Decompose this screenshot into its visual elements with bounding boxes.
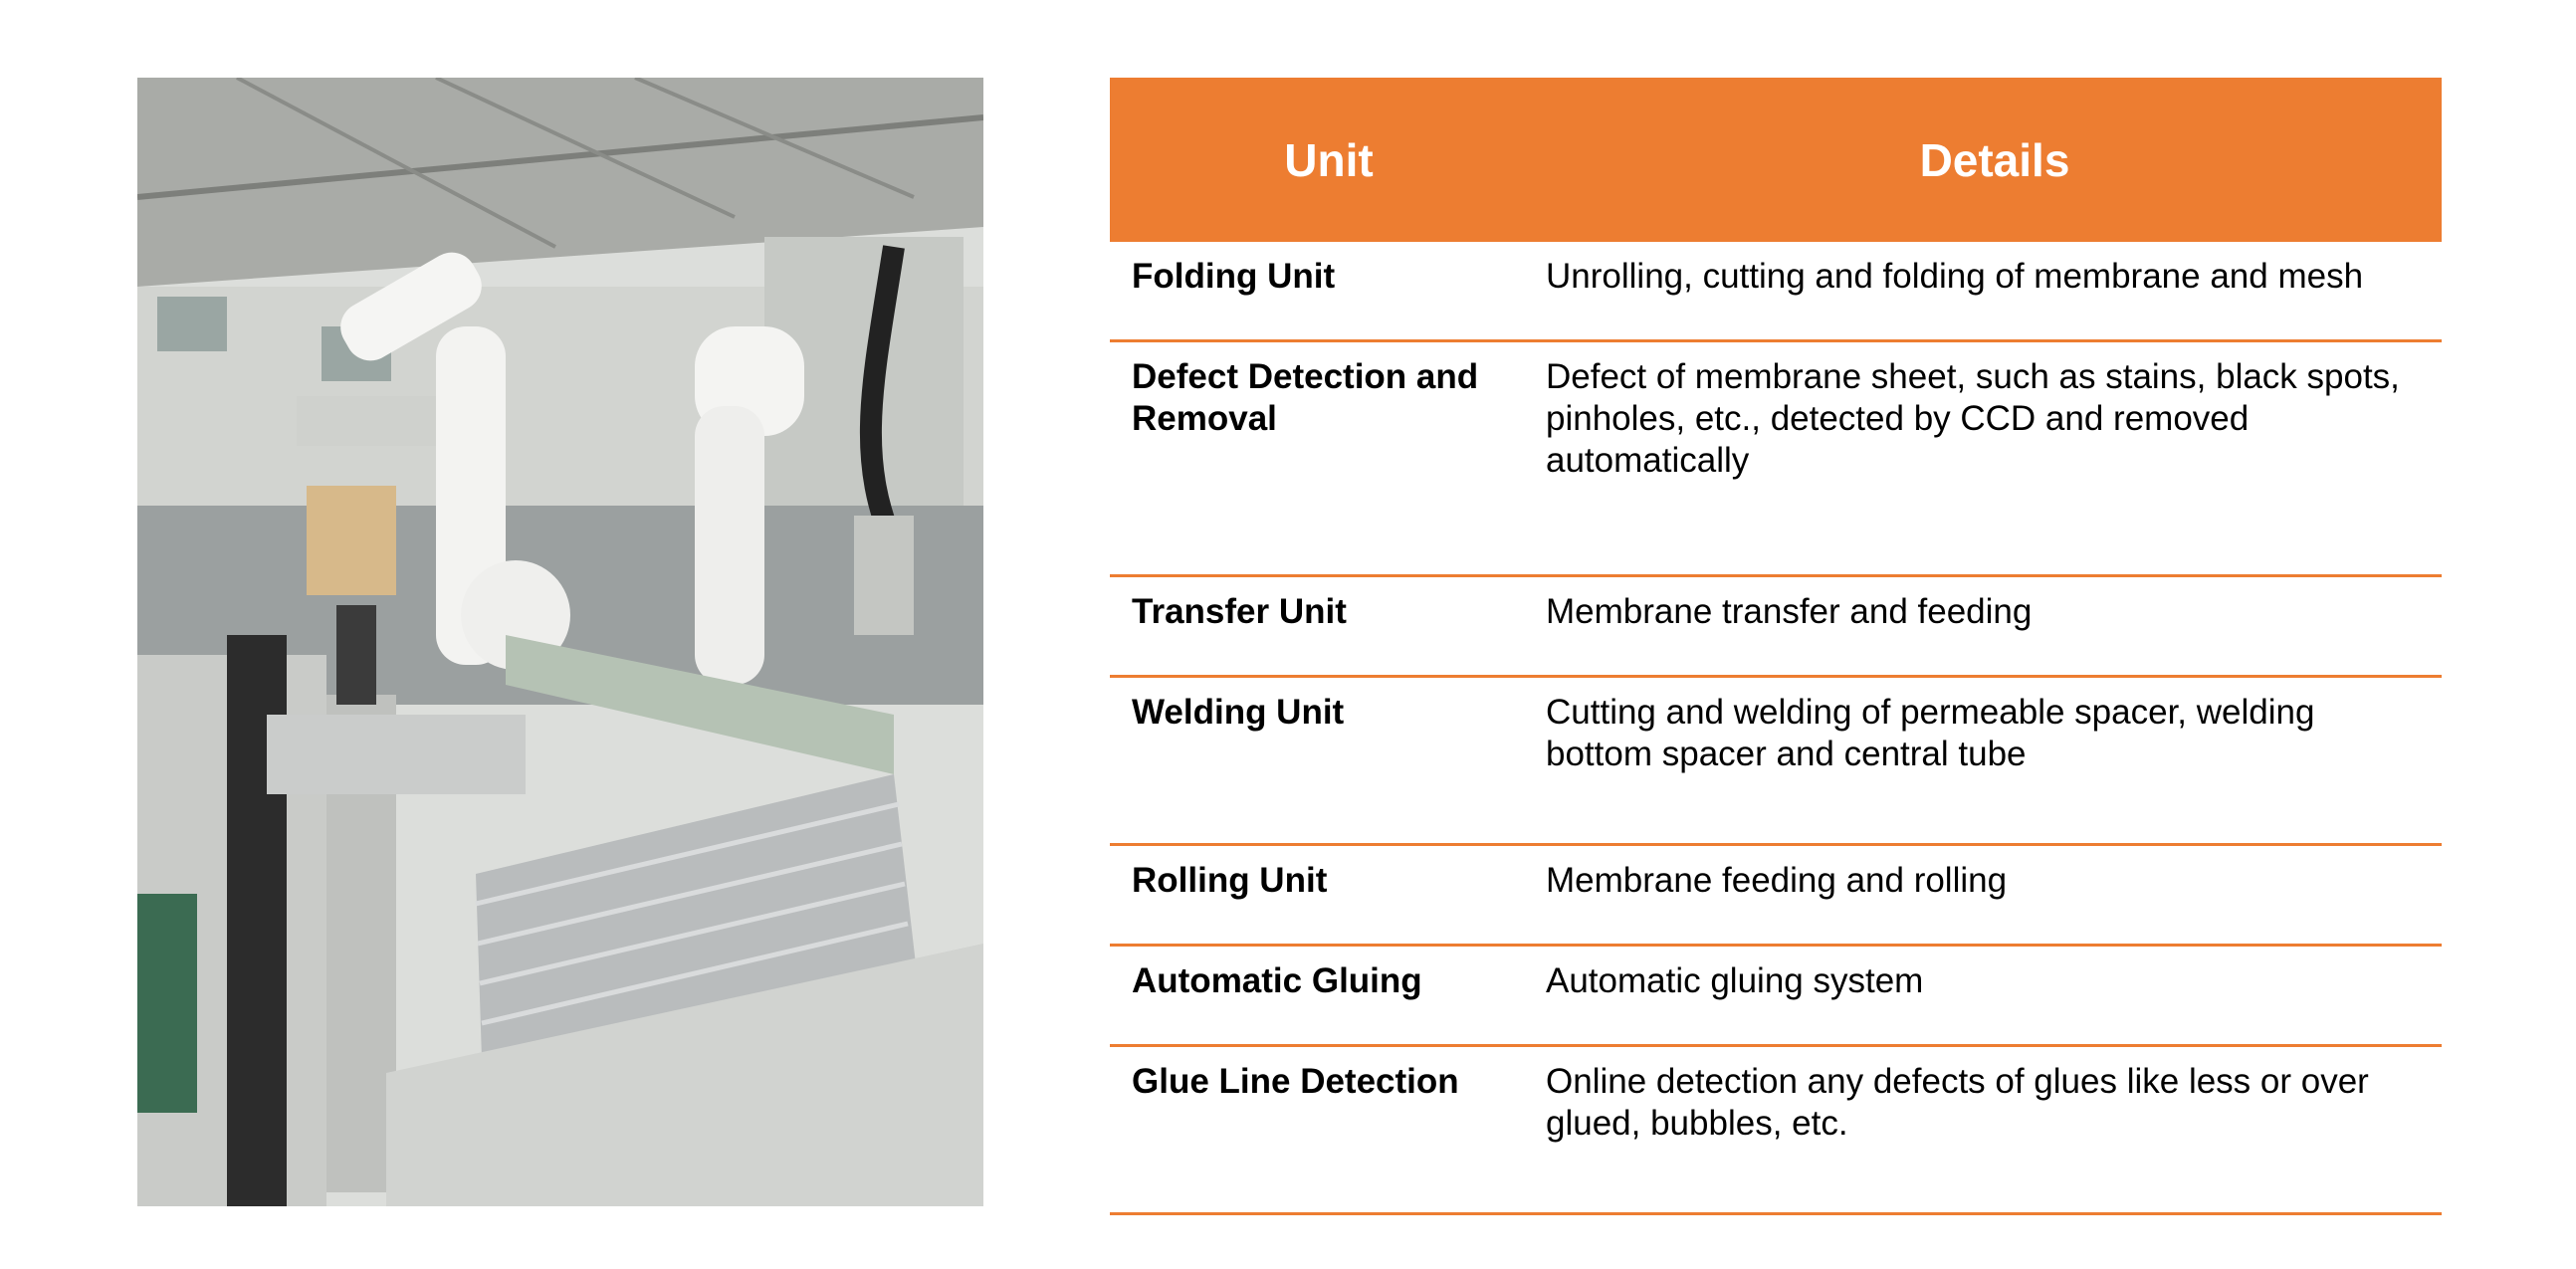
unit-name: Welding Unit <box>1132 693 1345 732</box>
unit-details: Online detection any defects of glues li… <box>1546 1062 2369 1143</box>
table-row: Folding Unit Unrolling, cutting and fold… <box>1110 242 2442 342</box>
photo-illustration <box>137 78 983 1206</box>
unit-name: Glue Line Detection <box>1132 1062 1459 1101</box>
factory-robot-photo <box>137 78 983 1206</box>
header-details: Details <box>1919 133 2070 186</box>
unit-details: Membrane feeding and rolling <box>1546 861 2008 900</box>
header-unit: Unit <box>1284 133 1374 186</box>
unit-name: Defect Detection and Removal <box>1132 357 1479 438</box>
table-row: Defect Detection and Removal Defect of m… <box>1110 342 2442 577</box>
table-row: Automatic Gluing Automatic gluing system <box>1110 947 2442 1047</box>
units-table: Unit Details Folding Unit Unrolling, cut… <box>1110 78 2442 1215</box>
unit-name: Automatic Gluing <box>1132 961 1422 1000</box>
table-header: Unit Details <box>1110 78 2442 242</box>
unit-name: Transfer Unit <box>1132 592 1347 631</box>
unit-details: Unrolling, cutting and folding of membra… <box>1546 257 2364 296</box>
unit-name: Folding Unit <box>1132 257 1336 296</box>
unit-name: Rolling Unit <box>1132 861 1328 900</box>
unit-details: Automatic gluing system <box>1546 961 1924 1000</box>
unit-details: Cutting and welding of permeable spacer,… <box>1546 693 2315 773</box>
table-row: Welding Unit Cutting and welding of perm… <box>1110 678 2442 846</box>
unit-details: Membrane transfer and feeding <box>1546 592 2033 631</box>
table-row: Rolling Unit Membrane feeding and rollin… <box>1110 846 2442 947</box>
table-row: Glue Line Detection Online detection any… <box>1110 1047 2442 1215</box>
table-row: Transfer Unit Membrane transfer and feed… <box>1110 577 2442 678</box>
unit-details: Defect of membrane sheet, such as stains… <box>1546 357 2400 480</box>
